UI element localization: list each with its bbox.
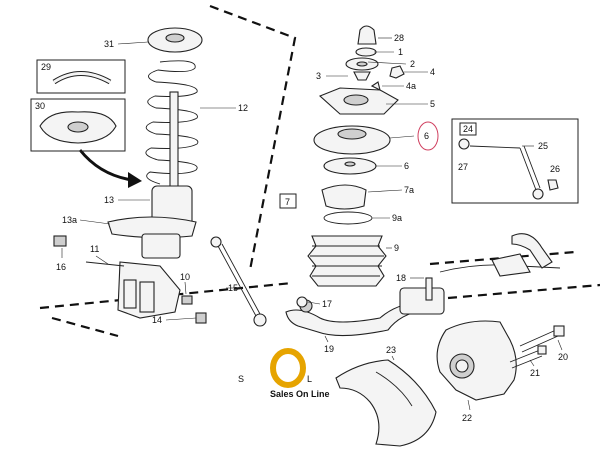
stabilizer-link-15 — [210, 236, 267, 327]
bushing-18 — [399, 277, 445, 315]
label-14: 14 — [152, 315, 162, 325]
knuckle-bracket — [53, 235, 207, 324]
ring-9a — [323, 211, 390, 225]
label-1: 1 — [398, 47, 403, 57]
label-24: 24 — [463, 124, 473, 134]
box-24 — [451, 118, 579, 204]
label-17: 17 — [322, 299, 332, 309]
label-27: 27 — [458, 162, 468, 172]
label-21: 21 — [530, 368, 540, 378]
label-6: 6 — [424, 131, 429, 141]
box-29 — [36, 59, 126, 94]
highlight-ring — [417, 121, 439, 151]
label-22: 22 — [462, 413, 472, 423]
stabilizer-bar — [439, 233, 561, 277]
label-29: 29 — [41, 62, 51, 72]
label-3: 3 — [316, 71, 321, 81]
arrow-head — [128, 172, 142, 188]
box-30 — [30, 98, 126, 152]
label-9a: 9a — [392, 213, 402, 223]
bump-stop-7a — [321, 184, 403, 210]
dashed-divider-lower — [51, 283, 600, 338]
box-7 — [279, 193, 297, 209]
label-13a: 13a — [62, 215, 77, 225]
label-23: 23 — [386, 345, 396, 355]
label-5: 5 — [430, 99, 435, 109]
label-18: 18 — [396, 273, 406, 283]
label-19: 19 — [324, 344, 334, 354]
curved-arrow — [78, 149, 133, 182]
label-30: 30 — [35, 101, 45, 111]
logo-tagline: Sales On Line — [270, 389, 330, 399]
upper-mount-stack — [318, 25, 428, 115]
spring-seat-31 — [117, 27, 203, 53]
label-16: 16 — [56, 262, 66, 272]
sol-logo: S L Sales On Line — [238, 348, 330, 399]
label-10: 10 — [180, 272, 190, 282]
nut-17 — [296, 296, 321, 308]
steering-knuckle-22 — [436, 320, 517, 411]
label-13: 13 — [104, 195, 114, 205]
label-7: 7 — [285, 197, 290, 207]
label-7a: 7a — [404, 185, 414, 195]
strut-13 — [79, 91, 197, 259]
label-20: 20 — [558, 352, 568, 362]
bolts-20-21 — [509, 325, 565, 369]
label-4a: 4a — [406, 81, 416, 91]
spring-seat-6b — [323, 157, 402, 175]
label-12: 12 — [238, 103, 248, 113]
dust-boot-9 — [307, 235, 392, 287]
label-9: 9 — [394, 243, 399, 253]
label-6b: 6 — [404, 161, 409, 171]
label-15: 15 — [228, 283, 238, 293]
dashed-divider-top — [209, 4, 297, 271]
label-4: 4 — [430, 67, 435, 77]
coil-spring-12 — [145, 60, 236, 185]
logo-letter-o — [270, 348, 306, 388]
label-2: 2 — [410, 59, 415, 69]
label-26: 26 — [550, 164, 560, 174]
bearing-6 — [313, 121, 439, 155]
label-25: 25 — [538, 141, 548, 151]
logo-letter-l: L — [307, 374, 312, 384]
label-28: 28 — [394, 33, 404, 43]
label-11: 11 — [90, 244, 99, 254]
label-31: 31 — [104, 39, 114, 49]
brake-shield-23 — [335, 355, 437, 447]
logo-letter-s: S — [238, 374, 244, 384]
